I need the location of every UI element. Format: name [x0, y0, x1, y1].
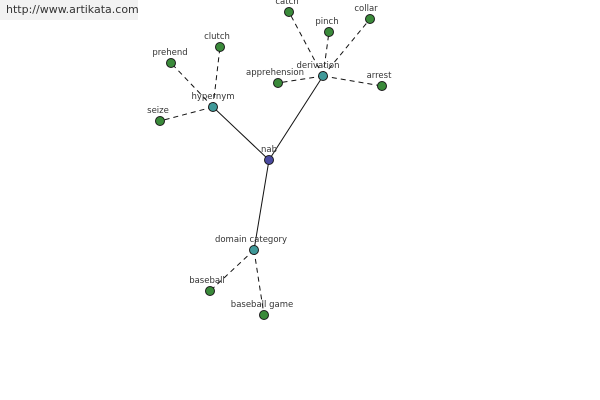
edge-derivation-pinch — [322, 31, 330, 77]
relation-derivation-node[interactable] — [318, 71, 328, 81]
word-arrest-label[interactable]: arrest — [367, 71, 393, 81]
root-nab-node[interactable] — [264, 155, 274, 165]
word-catch-node[interactable] — [284, 7, 294, 17]
word-prehend-label[interactable]: prehend — [152, 48, 187, 58]
word-arrest-node[interactable] — [377, 81, 387, 91]
word-pinch-node[interactable] — [324, 27, 334, 37]
word-catch-label[interactable]: catch — [275, 0, 298, 7]
graph-nodes — [155, 7, 387, 320]
relation-hypernym-node[interactable] — [208, 102, 218, 112]
edge-derivation-catch — [288, 11, 324, 77]
word-apprehension-node[interactable] — [273, 78, 283, 88]
relation-domain-category-label[interactable]: domain category — [215, 235, 287, 245]
edge-hypernym-seize — [159, 106, 214, 122]
word-baseball-game-node[interactable] — [259, 310, 269, 320]
edge-derivation-apprehension — [277, 75, 324, 84]
word-clutch-node[interactable] — [215, 42, 225, 52]
edge-derivation-collar — [322, 18, 371, 77]
word-collar-node[interactable] — [365, 14, 375, 24]
word-baseball-game-label[interactable]: baseball game — [231, 300, 293, 310]
relation-domain-category-node[interactable] — [249, 245, 259, 255]
word-seize-label[interactable]: seize — [147, 106, 169, 116]
graph-edges — [159, 11, 383, 316]
word-seize-node[interactable] — [155, 116, 165, 126]
edge-nab-domain-category — [253, 159, 270, 251]
relation-hypernym-label[interactable]: hypernym — [191, 92, 234, 102]
edge-domain-category-baseball — [209, 249, 255, 292]
edge-hypernym-clutch — [212, 46, 221, 108]
edge-derivation-arrest — [322, 75, 383, 87]
word-collar-label[interactable]: collar — [354, 4, 378, 14]
edge-domain-category-baseball-game — [253, 249, 265, 316]
root-nab-label[interactable]: nab — [261, 145, 277, 155]
word-clutch-label[interactable]: clutch — [204, 32, 230, 42]
graph-labels: nab hypernym prehend clutch seize derivation c… — [147, 0, 392, 310]
word-apprehension-label[interactable]: apprehension — [246, 68, 304, 78]
word-pinch-label[interactable]: pinch — [315, 17, 338, 27]
word-baseball-label[interactable]: baseball — [189, 276, 225, 286]
relation-derivation-label[interactable]: derivation — [296, 61, 339, 71]
edge-nab-derivation — [268, 75, 324, 161]
word-prehend-node[interactable] — [166, 58, 176, 68]
site-watermark[interactable]: http://www.artikata.com — [0, 0, 139, 20]
edge-hypernym-prehend — [170, 62, 214, 108]
word-baseball-node[interactable] — [205, 286, 215, 296]
edge-nab-hypernym — [212, 106, 270, 161]
